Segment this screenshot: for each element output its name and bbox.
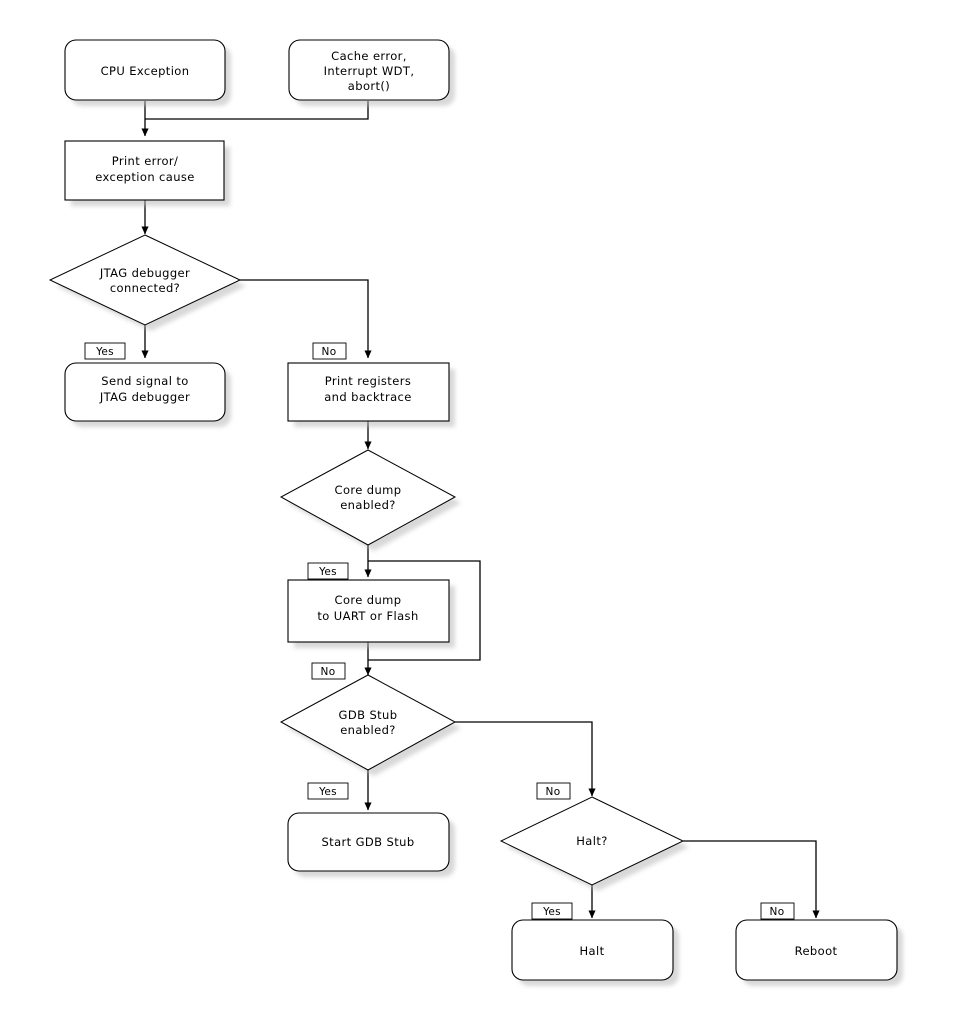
- node-reboot[interactable]: Reboot: [735, 919, 898, 981]
- edge-label-gdbstub-no-text: No: [546, 786, 561, 798]
- node-send-signal-line2: JTAG debugger: [99, 390, 190, 404]
- node-print-registers-line1: Print registers: [325, 374, 411, 388]
- node-cache-error-line2: Interrupt WDT,: [324, 64, 415, 78]
- edge-label-jtag-no: No: [312, 342, 347, 360]
- edge-cache-error-to-print-error: [145, 101, 369, 120]
- node-halt-label: Halt: [580, 944, 605, 958]
- edge-labels-layer: Yes No Yes No Yes No: [84, 342, 795, 920]
- node-cache-error-line1: Cache error,: [331, 49, 407, 63]
- node-gdbstub-decision-line2: enabled?: [340, 723, 396, 737]
- edge-coredump-no-bypass: [368, 560, 481, 661]
- edge-label-jtag-yes-text: Yes: [95, 346, 114, 358]
- node-jtag-decision[interactable]: JTAG debugger connected?: [48, 234, 242, 326]
- node-cpu-exception[interactable]: CPU Exception: [64, 39, 226, 101]
- node-halt-decision[interactable]: Halt?: [499, 796, 685, 886]
- node-send-signal-line1: Send signal to: [101, 374, 188, 388]
- edge-label-coredump-yes-text: Yes: [318, 566, 337, 578]
- edge-gdbstub-no-to-halt-decision: [455, 721, 596, 797]
- node-send-signal[interactable]: Send signal to JTAG debugger: [64, 362, 226, 422]
- node-reboot-label: Reboot: [795, 944, 838, 958]
- node-cache-error[interactable]: Cache error, Interrupt WDT, abort(): [288, 39, 450, 101]
- node-print-registers[interactable]: Print registers and backtrace: [287, 362, 450, 422]
- node-gdbstub-decision-line1: GDB Stub: [339, 708, 398, 722]
- edge-label-coredump-yes: Yes: [307, 562, 349, 580]
- edge-label-gdbstub-yes-text: Yes: [318, 786, 337, 798]
- edge-label-halt-no: No: [760, 902, 795, 920]
- node-coredump-decision-line1: Core dump: [335, 483, 402, 497]
- edges-layer: [141, 101, 820, 919]
- node-gdbstub-decision[interactable]: GDB Stub enabled?: [279, 674, 457, 771]
- node-print-registers-line2: and backtrace: [324, 390, 412, 404]
- node-print-error[interactable]: Print error/ exception cause: [64, 140, 225, 201]
- edge-label-gdbstub-yes: Yes: [307, 782, 349, 800]
- edge-label-jtag-no-text: No: [322, 346, 337, 358]
- node-cache-error-line3: abort(): [348, 79, 390, 93]
- edge-label-coredump-no: No: [311, 662, 346, 680]
- node-coredump-action[interactable]: Core dump to UART or Flash: [287, 579, 450, 643]
- node-start-gdbstub-label: Start GDB Stub: [321, 835, 414, 849]
- node-coredump-decision[interactable]: Core dump enabled?: [279, 449, 457, 546]
- node-start-gdbstub[interactable]: Start GDB Stub: [287, 812, 450, 872]
- edge-label-halt-no-text: No: [770, 906, 785, 918]
- node-coredump-decision-line2: enabled?: [340, 498, 396, 512]
- edge-label-jtag-yes: Yes: [84, 342, 126, 360]
- edge-label-halt-yes: Yes: [531, 902, 573, 920]
- node-print-error-line2: exception cause: [95, 170, 195, 184]
- node-jtag-decision-line1: JTAG debugger: [99, 266, 190, 280]
- node-cpu-exception-label: CPU Exception: [101, 64, 190, 78]
- edge-halt-no-to-reboot: [683, 840, 820, 919]
- node-jtag-decision-line2: connected?: [110, 281, 180, 295]
- node-halt-decision-label: Halt?: [576, 834, 608, 848]
- node-coredump-action-line1: Core dump: [335, 593, 402, 607]
- node-coredump-action-line2: to UART or Flash: [317, 609, 418, 623]
- edge-label-coredump-no-text: No: [321, 666, 336, 678]
- edge-jtag-no-to-print-registers: [240, 279, 372, 359]
- edge-label-halt-yes-text: Yes: [542, 906, 561, 918]
- node-halt[interactable]: Halt: [511, 919, 674, 981]
- edge-label-gdbstub-no: No: [536, 782, 571, 800]
- node-print-error-line1: Print error/: [112, 154, 179, 168]
